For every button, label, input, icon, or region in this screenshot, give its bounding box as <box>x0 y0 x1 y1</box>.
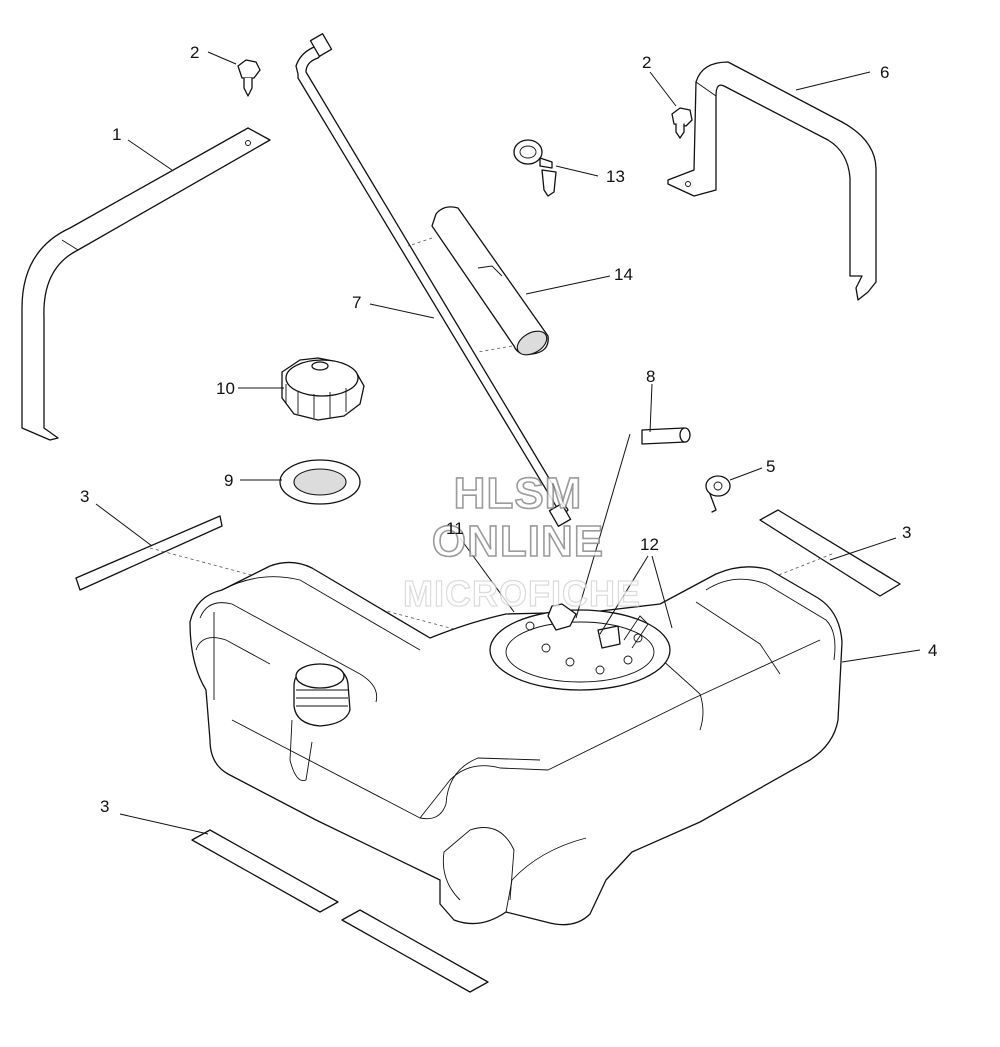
callout-3a: 3 <box>80 487 89 506</box>
fuel-cap <box>281 357 365 421</box>
leader-1 <box>127 139 173 171</box>
bolt-left <box>237 59 261 97</box>
right-tank-strap <box>667 61 877 301</box>
leader-14 <box>525 275 611 295</box>
pad-upper-right <box>759 509 901 597</box>
filler-gasket <box>279 459 361 505</box>
leader-11 <box>459 537 515 613</box>
hose-clamp <box>513 139 557 197</box>
callout-2b: 2 <box>642 53 651 72</box>
hose-sleeve <box>407 206 549 356</box>
callout-3b: 3 <box>902 523 911 542</box>
leader-7 <box>369 303 435 319</box>
callout-10: 10 <box>216 379 235 398</box>
callout-5: 5 <box>766 457 775 476</box>
leader-5 <box>729 467 763 481</box>
pad-lower-1 <box>191 829 339 913</box>
fuel-tank <box>189 561 843 926</box>
callout-7: 7 <box>352 293 361 312</box>
leader-2a <box>207 51 237 65</box>
leader-4 <box>841 649 921 663</box>
pad-upper-left <box>75 515 223 591</box>
leader-3a <box>95 503 153 547</box>
callout-3c: 3 <box>100 797 109 816</box>
left-tank-strap <box>21 127 271 441</box>
pad-lower-2 <box>341 909 489 993</box>
callout-4: 4 <box>928 641 937 660</box>
watermark-line3: MICROFICHE <box>403 573 641 614</box>
leader-12b <box>651 555 673 629</box>
leader-2b <box>649 71 677 107</box>
leader-lines <box>95 51 921 835</box>
leader-8 <box>649 383 653 433</box>
vent-hose <box>295 33 572 527</box>
callout-11: 11 <box>446 519 464 538</box>
watermark-line2: ONLINE <box>432 517 604 566</box>
callout-8: 8 <box>646 367 655 386</box>
watermark-line1: HLSM <box>454 469 583 518</box>
callout-1: 1 <box>112 125 121 144</box>
callout-labels: 1 2 2 3 3 3 4 5 6 7 8 9 10 11 12 13 14 <box>80 43 937 816</box>
leader-3b <box>829 537 897 561</box>
callout-12: 12 <box>640 535 659 554</box>
leader-8b <box>575 433 631 619</box>
callout-13: 13 <box>606 167 625 186</box>
watermark: HLSM ONLINE MICROFICHE <box>402 468 641 614</box>
callout-2a: 2 <box>190 43 199 62</box>
callout-14: 14 <box>614 265 633 284</box>
leader-12a <box>599 555 649 635</box>
callout-9: 9 <box>224 471 233 490</box>
leader-3c <box>119 813 209 835</box>
callout-6: 6 <box>880 63 889 82</box>
vent-fitting <box>705 475 731 513</box>
bolt-right <box>671 107 693 139</box>
leader-6 <box>795 71 871 91</box>
leader-13 <box>555 165 599 177</box>
valve-pin <box>641 427 691 445</box>
